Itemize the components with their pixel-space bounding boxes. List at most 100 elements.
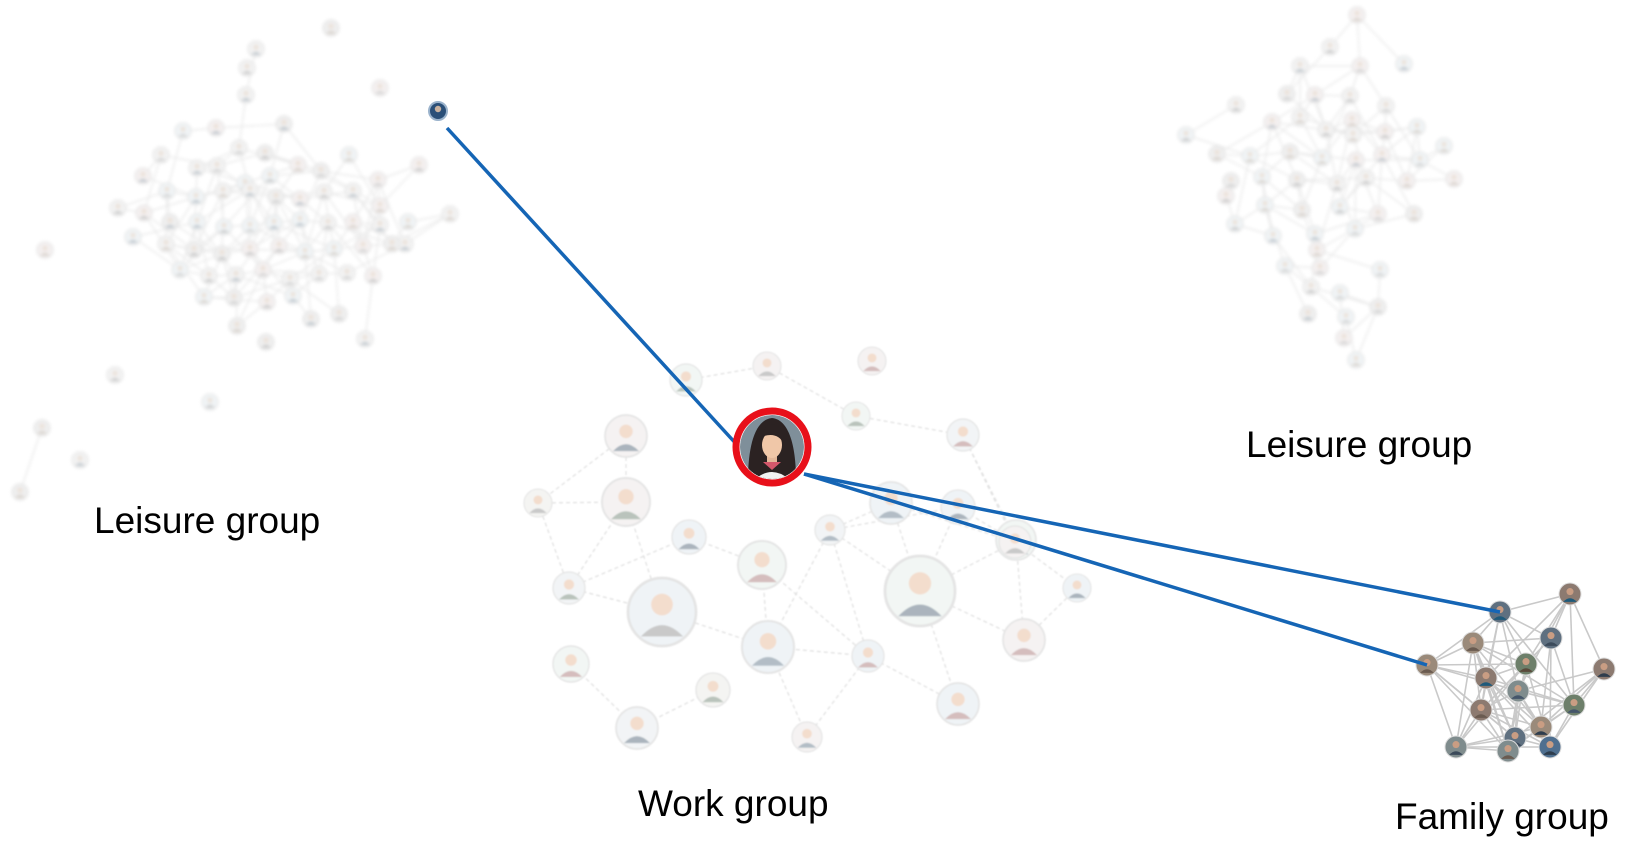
network-edge (1365, 177, 1415, 215)
network-edge (1301, 157, 1323, 211)
person-avatar-icon (1346, 220, 1364, 238)
network-edge (233, 278, 291, 299)
network-edge (1354, 159, 1357, 230)
network-edge (766, 365, 857, 417)
network-edge (1385, 105, 1421, 161)
network-edge (1271, 121, 1323, 159)
network-edge (379, 164, 420, 207)
network-edge (143, 154, 162, 214)
network-edge (1249, 155, 1298, 181)
person-avatar-icon (369, 171, 387, 189)
person-avatar-icon (11, 483, 29, 501)
person-avatar-icon (1411, 151, 1429, 169)
network-edge (1485, 677, 1575, 706)
network-edge (377, 179, 406, 245)
network-edge (404, 213, 451, 245)
person-avatar-icon (1321, 38, 1339, 56)
person-avatar-icon (1281, 143, 1299, 161)
person-avatar-icon (241, 240, 259, 258)
person-avatar-icon (1405, 205, 1423, 223)
family-nodes (1415, 582, 1616, 763)
person-avatar-icon (1317, 121, 1335, 139)
person-avatar-icon (936, 682, 980, 726)
person-avatar-icon (174, 122, 192, 140)
person-avatar-icon (1398, 172, 1416, 190)
leisure-group-left-label: Leisure group (94, 500, 321, 541)
network-edge (1377, 154, 1383, 215)
person-avatar-icon (998, 525, 1032, 559)
person-avatar-icon (601, 477, 651, 527)
person-avatar-icon (241, 217, 259, 235)
person-avatar-icon (740, 619, 796, 675)
network-edge (1455, 726, 1542, 748)
person-avatar-icon (200, 267, 218, 285)
person-avatar-icon (201, 393, 219, 411)
person-avatar-icon (340, 146, 358, 164)
network-edge (333, 224, 381, 250)
leisure-group-right-label: Leisure group (1246, 424, 1473, 465)
person-avatar-icon (1335, 329, 1353, 347)
person-avatar-icon (228, 317, 246, 335)
person-avatar-icon (399, 213, 417, 231)
network-edge (1316, 249, 1381, 271)
person-avatar-icon (1311, 259, 1329, 277)
network-edge (364, 275, 374, 340)
person-avatar-icon (1357, 169, 1375, 187)
person-avatar-icon (284, 287, 302, 305)
person-avatar-icon (1558, 582, 1582, 606)
center-person-node[interactable] (732, 407, 812, 487)
person-avatar-icon (1341, 87, 1359, 105)
network-edge (1261, 121, 1273, 178)
network-edge (1426, 663, 1527, 666)
person-avatar-icon (669, 363, 703, 397)
person-avatar-icon (241, 181, 259, 199)
person-avatar-icon (1562, 693, 1586, 717)
network-edge (1354, 213, 1415, 230)
person-avatar-icon (215, 218, 233, 236)
person-avatar-icon (752, 351, 782, 381)
person-avatar-icon (814, 514, 846, 546)
network-edge (289, 278, 340, 315)
person-avatar-icon (1222, 172, 1240, 190)
leisure-group-left-network (11, 19, 459, 501)
network-edge (327, 222, 374, 277)
person-avatar-icon (940, 489, 976, 525)
person-avatar-icon (258, 293, 276, 311)
network-edge (829, 529, 869, 657)
person-avatar-icon (1253, 168, 1271, 186)
person-avatar-icon (267, 188, 285, 206)
network-edge (1216, 121, 1273, 155)
person-avatar-icon (356, 330, 374, 348)
network-edge (165, 243, 210, 277)
person-avatar-icon (1226, 215, 1244, 233)
network-edge (1355, 306, 1379, 361)
person-avatar-icon (310, 265, 328, 283)
person-avatar-icon (1371, 261, 1389, 279)
person-avatar-icon (1435, 137, 1453, 155)
person-avatar-icon (1331, 284, 1349, 302)
person-avatar-icon (1331, 198, 1349, 216)
network-edge (1517, 668, 1605, 692)
person-avatar-icon (1506, 679, 1530, 703)
work-nodes (523, 346, 1092, 753)
network-edge (1426, 664, 1509, 752)
network-edge (304, 251, 312, 320)
network-edge (1485, 677, 1542, 728)
person-avatar-icon (338, 264, 356, 282)
network-edge (275, 196, 306, 253)
network-edge (215, 123, 285, 129)
person-avatar-icon (1217, 187, 1235, 205)
person-avatar-icon (1062, 573, 1092, 603)
person-avatar-icon (1351, 57, 1369, 75)
network-edge (1426, 664, 1519, 692)
person-avatar-icon (1263, 113, 1281, 131)
person-avatar-icon (441, 205, 459, 223)
person-avatar-icon (1002, 618, 1046, 662)
person-avatar-icon (281, 270, 299, 288)
person-avatar-icon (523, 488, 553, 518)
network-edge (143, 196, 197, 214)
person-avatar-icon (1313, 149, 1331, 167)
person-avatar-icon (1347, 151, 1365, 169)
person-avatar-icon (227, 266, 245, 284)
person-avatar-icon (737, 540, 787, 590)
